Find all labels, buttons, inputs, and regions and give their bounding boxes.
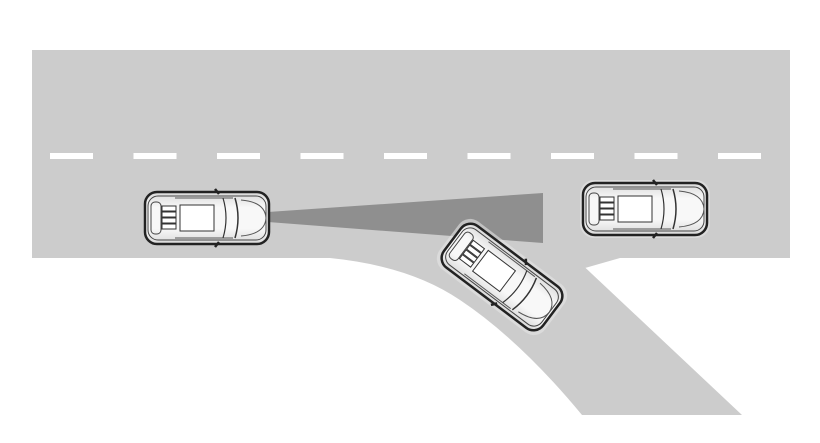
lane-dash bbox=[467, 153, 511, 159]
lane-dash bbox=[300, 153, 344, 159]
side-road-inner-corner bbox=[573, 258, 620, 270]
lane-dash bbox=[634, 153, 678, 159]
lane-dash bbox=[217, 153, 260, 159]
lane-dash bbox=[384, 153, 427, 159]
lane-dash bbox=[718, 153, 761, 159]
lane-markings bbox=[50, 153, 761, 159]
car-ahead bbox=[580, 178, 710, 240]
lane-dash bbox=[133, 153, 177, 159]
side-road bbox=[300, 258, 742, 415]
lane-dash bbox=[551, 153, 594, 159]
car-entering-side-road bbox=[433, 215, 571, 339]
lane-dash bbox=[50, 153, 93, 159]
car-turning bbox=[143, 187, 271, 249]
